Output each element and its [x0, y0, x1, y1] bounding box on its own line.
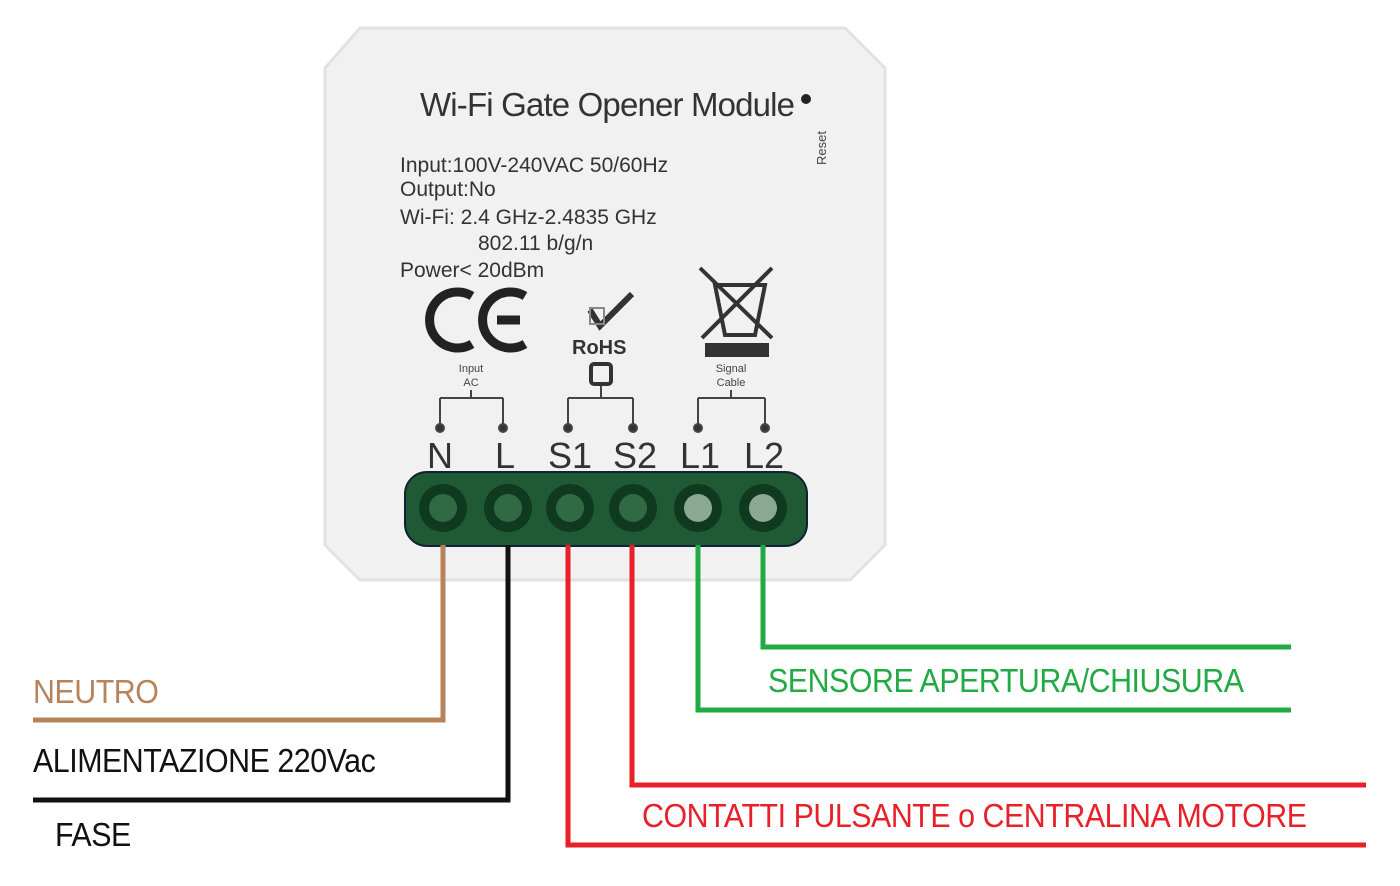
check-box-icon [589, 307, 605, 325]
weee-bin-icon [698, 266, 774, 357]
spec-power: Power< 20dBm [400, 259, 544, 282]
terminal-label-n: N [427, 435, 453, 476]
terminal-label-l2: L2 [744, 435, 784, 476]
terminal-label-l: L [495, 435, 515, 476]
wire-l2 [760, 545, 1291, 650]
wire-s2 [629, 545, 1366, 788]
group-label-cable: Cable [717, 377, 746, 389]
module-body [323, 26, 887, 582]
spec-output: Output:No [400, 178, 496, 201]
group-label-ac: AC [463, 377, 478, 389]
ce-mark-logo [425, 287, 528, 353]
spec-wifi: Wi-Fi: 2.4 GHz-2.4835 GHz [400, 206, 657, 229]
label-contatti: CONTATTI PULSANTE o CENTRALINA MOTORE [642, 797, 1307, 834]
label-neutro: NEUTRO [33, 673, 159, 710]
terminal-label-s1: S1 [548, 435, 592, 476]
spec-input: Input:100V-240VAC 50/60Hz [400, 154, 668, 177]
wire-l1 [695, 545, 1291, 713]
reset-button[interactable] [801, 94, 811, 104]
label-fase: FASE [55, 816, 131, 853]
module-title: Wi-Fi Gate Opener Module [420, 86, 795, 123]
rohs-label: RoHS [572, 337, 626, 359]
group-label-signal: Signal [716, 363, 747, 375]
group-label-input: Input [459, 363, 483, 375]
wire-phase [33, 545, 511, 803]
label-sensore: SENSORE APERTURA/CHIUSURA [768, 662, 1244, 699]
check-icon [587, 291, 635, 331]
terminal-label-l1: L1 [680, 435, 720, 476]
button-symbol-icon [589, 362, 613, 386]
terminal-screws [419, 484, 787, 532]
terminal-label-s2: S2 [613, 435, 657, 476]
wire-neutral [33, 545, 446, 723]
wire-s1 [565, 545, 1366, 848]
terminal-group-brackets [435, 386, 770, 433]
spec-standard: 802.11 b/g/n [478, 232, 593, 255]
label-alimentazione: ALIMENTAZIONE 220Vac [33, 742, 376, 779]
reset-label: Reset [814, 131, 829, 165]
